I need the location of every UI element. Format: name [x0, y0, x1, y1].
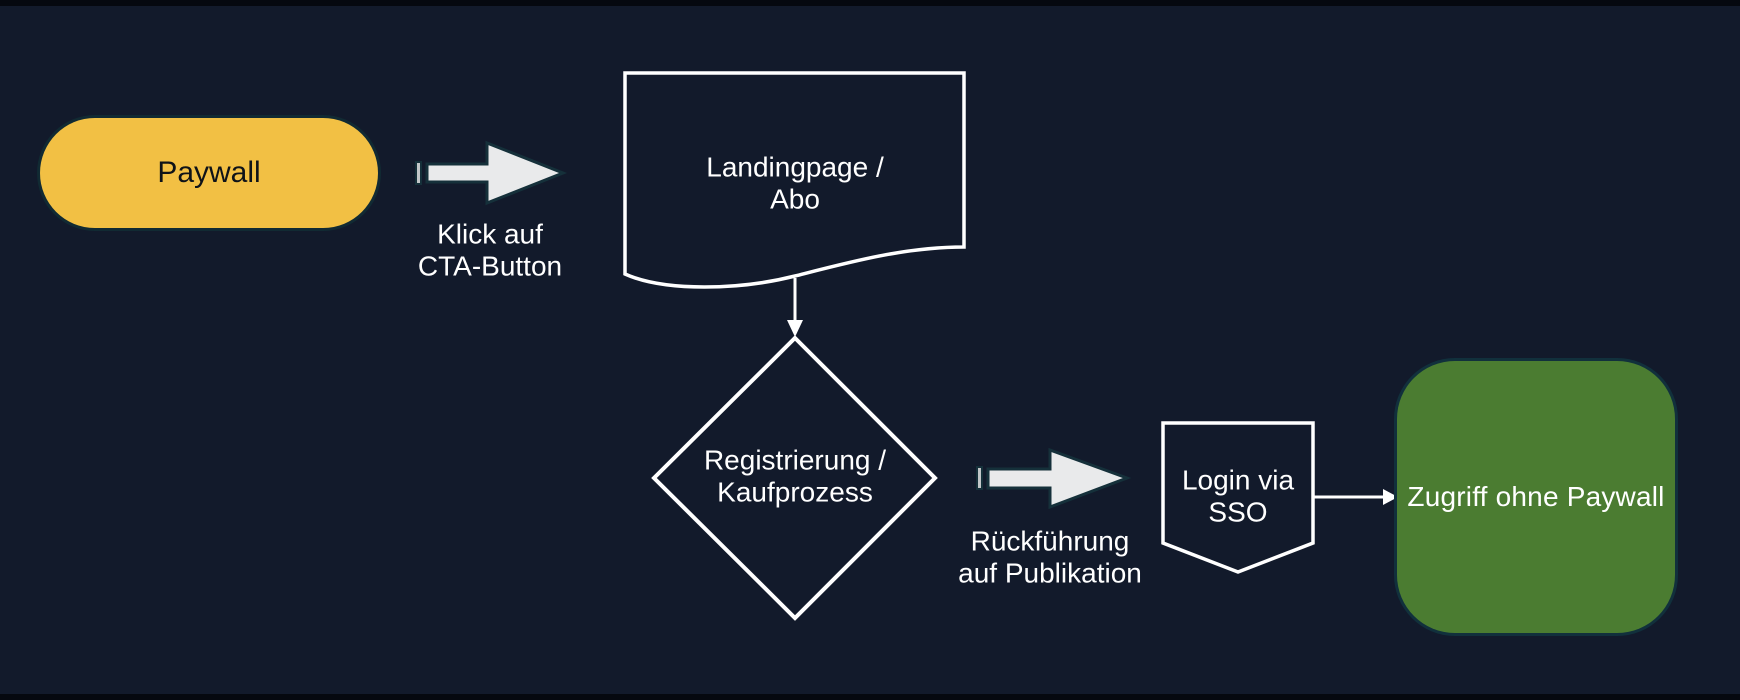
- node-registration-label: Registrierung / Kaufprozess: [703, 444, 887, 508]
- edge-landingpage-to-registration[interactable]: [787, 278, 803, 337]
- node-paywall-label: Paywall: [157, 156, 261, 189]
- edge-sso-to-access[interactable]: [1313, 489, 1398, 505]
- node-access[interactable]: Zugriff ohne Paywall: [1397, 361, 1675, 633]
- node-access-label: Zugriff ohne Paywall: [1407, 481, 1665, 512]
- edge-paywall-to-landingpage-label: Klick auf CTA-Button: [417, 218, 563, 282]
- letterbox-top: [0, 0, 1740, 6]
- edge-registration-to-sso-label: Rückführung auf Publikation: [958, 525, 1142, 589]
- arrowhead-right-icon: [1383, 489, 1398, 505]
- arrow-tail-tick-icon: [976, 466, 983, 490]
- node-landingpage-document-shape[interactable]: [623, 71, 966, 289]
- arrow-tail-tick-icon: [415, 161, 422, 185]
- arrowhead-down-icon: [787, 320, 803, 337]
- letterbox-bottom: [0, 694, 1740, 700]
- edge-registration-to-sso[interactable]: [976, 447, 1132, 510]
- node-sso-shield-shape[interactable]: [1161, 421, 1315, 574]
- block-arrow-right-icon: [425, 140, 568, 206]
- node-sso-label: Login via SSO: [1181, 464, 1295, 528]
- node-paywall[interactable]: Paywall: [40, 118, 378, 228]
- block-arrow-right-icon: [986, 447, 1132, 510]
- node-landingpage-label: Landingpage / Abo: [706, 151, 884, 215]
- node-registration-diamond-shape[interactable]: [651, 335, 938, 621]
- edge-paywall-to-landingpage[interactable]: [415, 140, 568, 206]
